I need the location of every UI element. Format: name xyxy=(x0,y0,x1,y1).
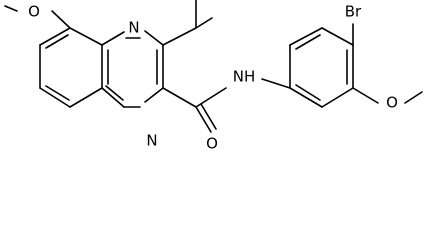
atom-o-carbonyl: O xyxy=(206,135,218,153)
bond-carbonyl-path xyxy=(162,87,197,108)
bond-amide-nh xyxy=(195,87,227,108)
bond-c-o-2 xyxy=(200,103,217,130)
left-methoxy-bonds xyxy=(4,5,71,29)
atom-o-right: O xyxy=(386,94,398,112)
bond-n1-c2 xyxy=(144,30,164,46)
bond-c6-c7-inner xyxy=(45,34,69,49)
bond-p3-p4 xyxy=(321,27,354,46)
phenyl-ring-bonds xyxy=(289,27,354,108)
bond-c5-c6-inner xyxy=(45,85,70,101)
phenyl-substituent-bonds xyxy=(352,23,423,104)
bond-p6-p1 xyxy=(289,87,323,108)
bond-p5-p6 xyxy=(321,87,354,108)
bond-carbonyl-nh xyxy=(195,17,213,29)
bond-n3-c4 xyxy=(144,87,164,103)
benzo-ring-bonds xyxy=(39,27,109,108)
bond-c-o-1 xyxy=(195,106,212,133)
bond-p2-p3 xyxy=(289,27,323,46)
bond-p2-p3-inner xyxy=(295,34,321,50)
atom-o-left: O xyxy=(28,3,40,21)
bond-c4-c4a xyxy=(101,87,125,108)
atom-n-lower: N xyxy=(146,132,157,150)
bond-c4-c4a-inner xyxy=(105,85,124,101)
molecule-structure: O N N NH O Br O xyxy=(4,0,423,153)
bond-nh-ring xyxy=(261,78,291,89)
pyrimidine-ring-bonds xyxy=(101,30,164,108)
bond-c7-c6-start xyxy=(39,27,71,46)
bond-o-left-c7 xyxy=(51,10,71,29)
molecule-canvas: O N N NH O Br O xyxy=(4,0,423,153)
atom-br: Br xyxy=(345,3,362,21)
bond-c2-carbonyl xyxy=(162,27,197,46)
bond-p6-p1-inner xyxy=(295,84,321,101)
bond-c8-n1 xyxy=(101,31,125,46)
atom-n-upper: N xyxy=(128,19,139,37)
bond-c7-c8 xyxy=(69,27,103,46)
bond-o-right-methyl xyxy=(404,91,423,104)
amide-bonds xyxy=(162,0,291,133)
atom-nh: NH xyxy=(233,68,256,86)
bond-c8a-c5 xyxy=(69,87,103,108)
bond-methyl-o-left xyxy=(4,5,18,12)
bond-p5-o-right xyxy=(352,87,379,104)
atom-labels: O N N NH O Br O xyxy=(28,3,398,153)
bond-c5-c6 xyxy=(39,87,71,108)
